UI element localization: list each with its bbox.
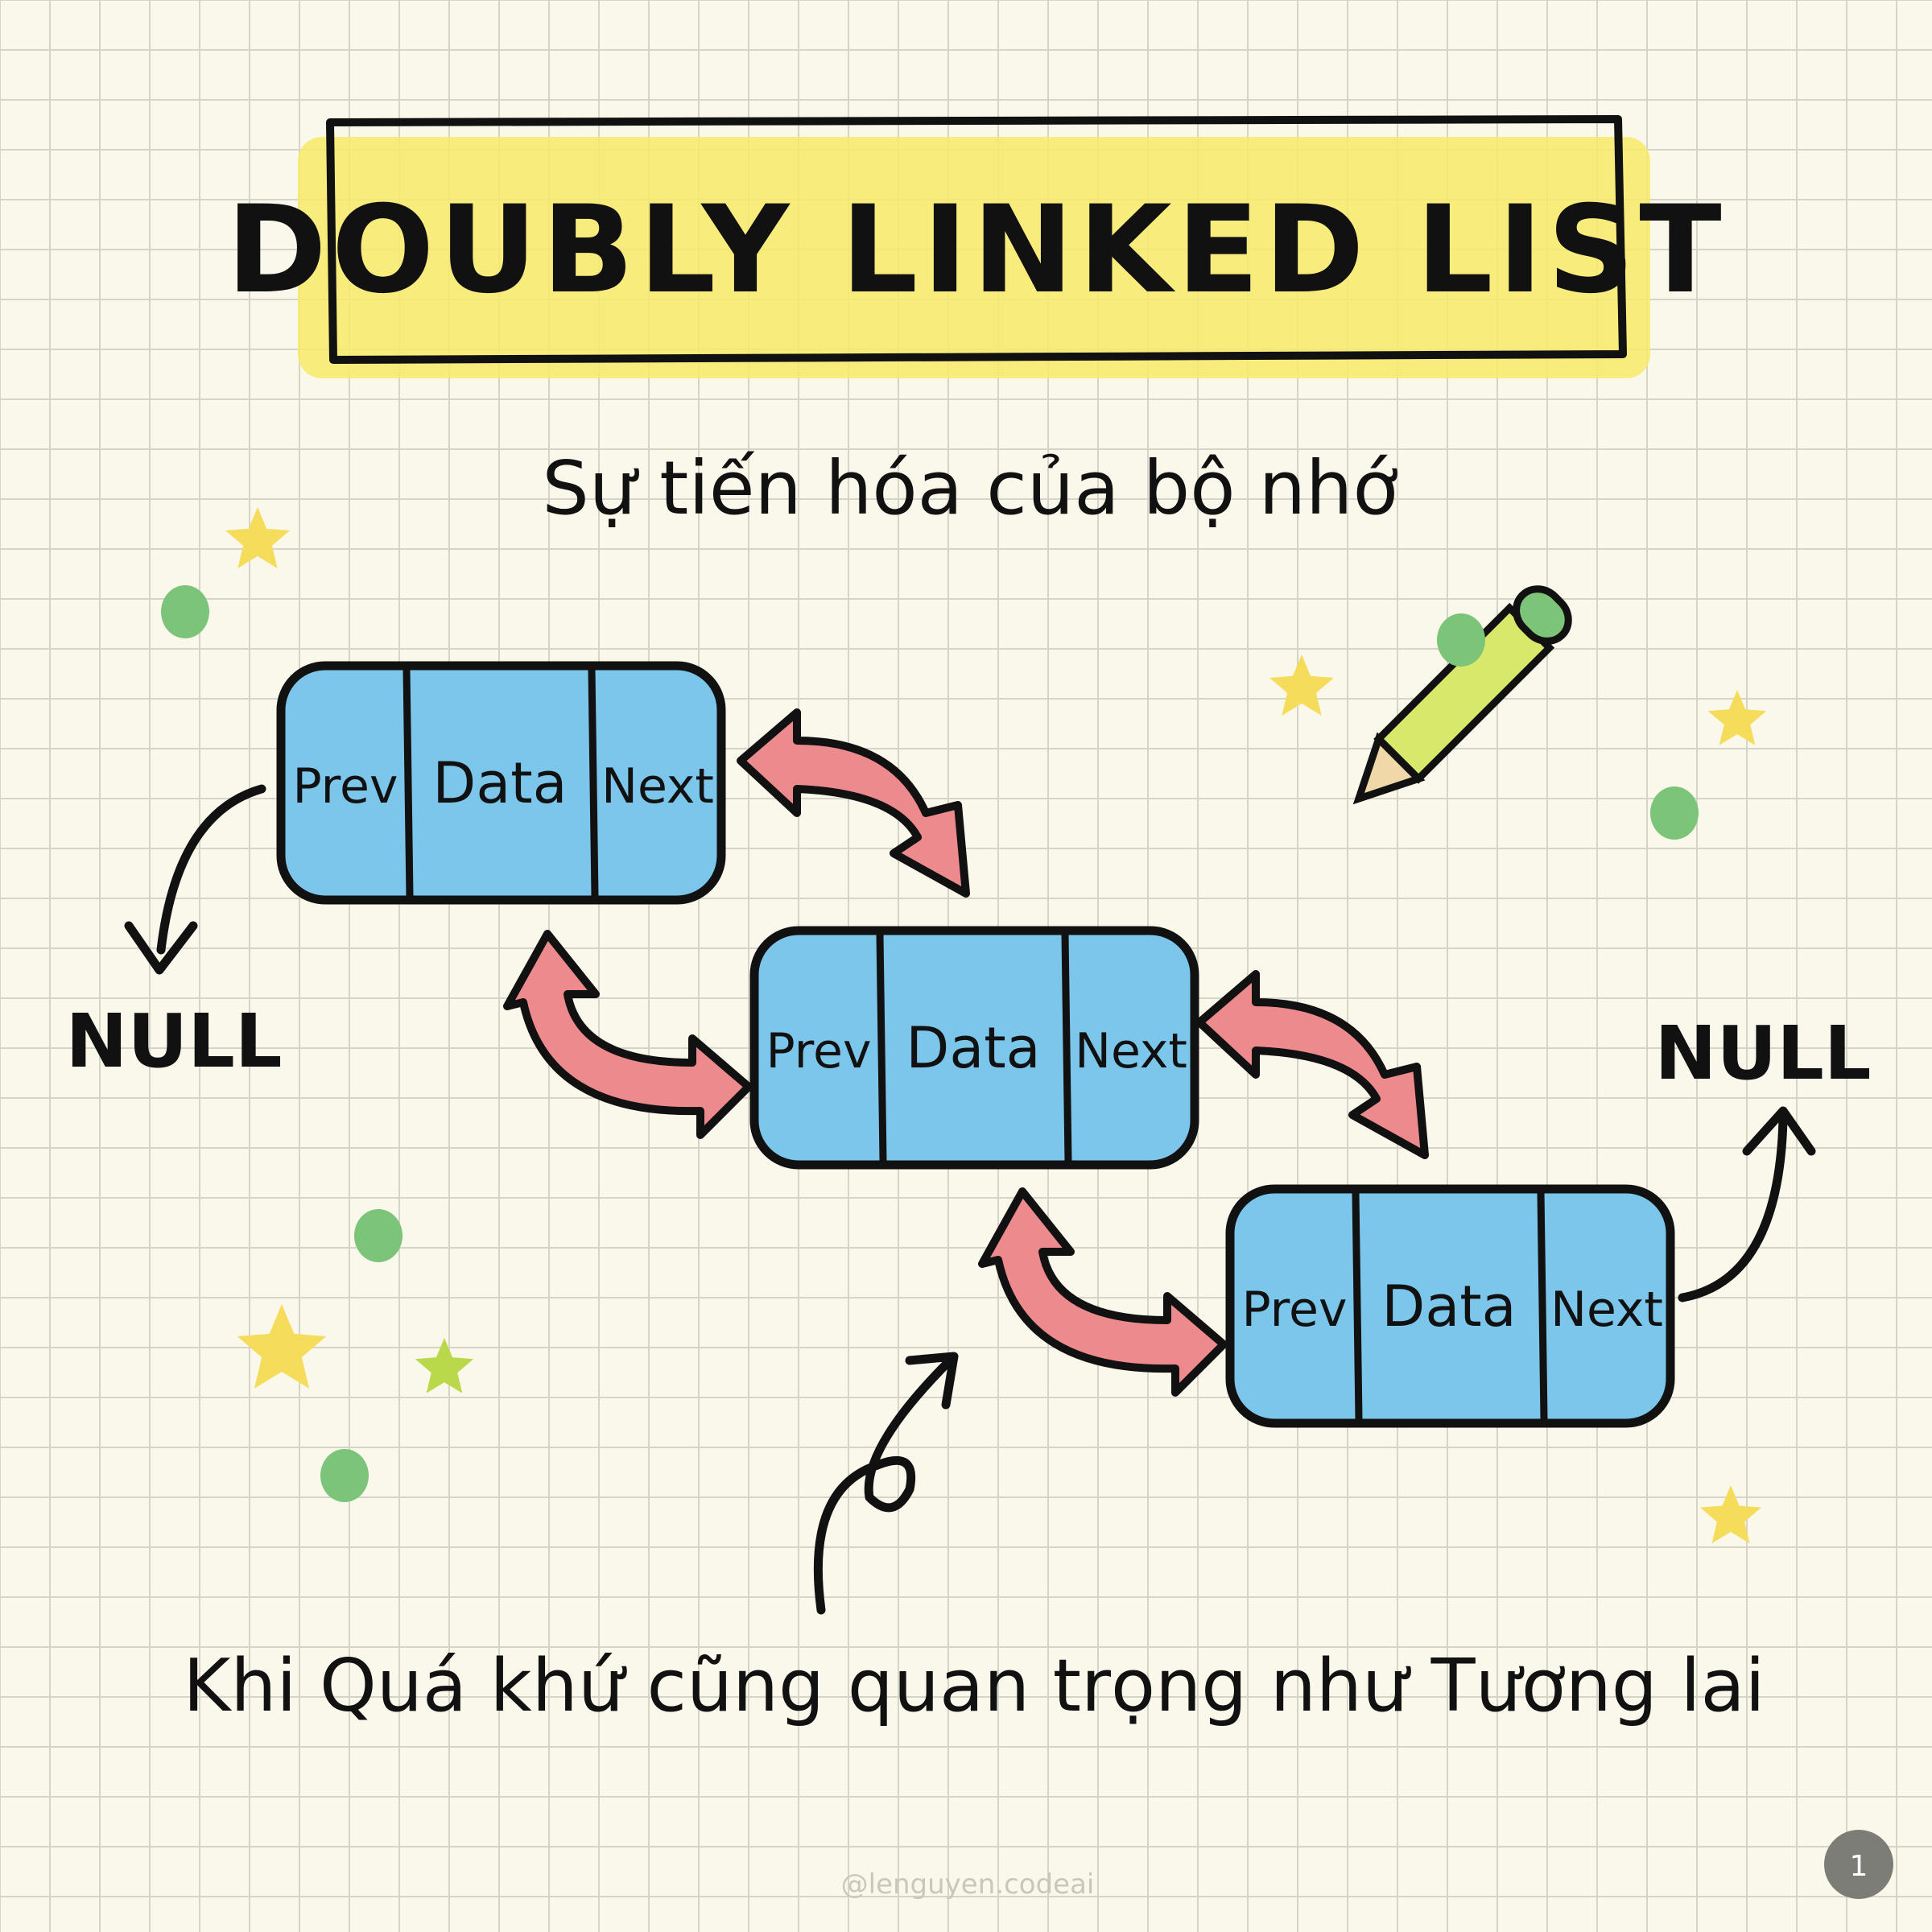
- link-arrow: [1195, 970, 1429, 1159]
- null-label-right: NULL: [1655, 1010, 1872, 1096]
- curved-arrow-icon: [813, 1352, 959, 1615]
- page-number: 1: [1850, 1850, 1868, 1883]
- dot-icon: [320, 1449, 369, 1502]
- node-data-field: Data: [906, 1015, 1040, 1081]
- dot-icon: [354, 1209, 402, 1262]
- null-pointer-arrow-left: [124, 784, 266, 975]
- title-banner: DOUBLY LINKED LIST: [226, 115, 1726, 378]
- star-icon: [225, 507, 290, 568]
- null-label-left: NULL: [66, 998, 283, 1084]
- watermark: @lenguyen.codeai: [841, 1868, 1095, 1901]
- node-next-field: Next: [1075, 1023, 1187, 1080]
- star-icon: [1699, 1485, 1762, 1544]
- node-next-field: Next: [1550, 1282, 1663, 1338]
- caption: Khi Quá khứ cũng quan trọng như Tương la…: [183, 1644, 1765, 1728]
- list-node: Prev Data Next: [276, 661, 726, 905]
- link-arrow: [503, 930, 753, 1139]
- node-prev-field: Prev: [293, 758, 398, 815]
- node-data-field: Data: [432, 750, 567, 816]
- link-arrow: [978, 1187, 1228, 1397]
- dot-icon: [1650, 786, 1699, 840]
- pencil-icon: [1352, 585, 1572, 805]
- dot-icon: [161, 585, 209, 638]
- node-next-field: Next: [601, 758, 714, 815]
- star-icon: [1707, 690, 1767, 745]
- page-title: DOUBLY LINKED LIST: [226, 180, 1726, 320]
- list-node: Prev Data Next: [749, 926, 1199, 1170]
- node-prev-field: Prev: [766, 1023, 872, 1080]
- star-icon: [1269, 654, 1334, 716]
- link-arrow: [737, 708, 970, 898]
- list-node: Prev Data Next: [1225, 1184, 1675, 1428]
- subtitle: Sự tiến hóa của bộ nhớ: [542, 445, 1397, 531]
- null-pointer-arrow-right: [1678, 1106, 1816, 1302]
- node-data-field: Data: [1381, 1274, 1516, 1340]
- page-badge[interactable]: 1: [1824, 1830, 1893, 1899]
- dot-icon: [1437, 613, 1485, 667]
- node-prev-field: Prev: [1242, 1282, 1348, 1338]
- star-icon: [415, 1338, 474, 1393]
- star-icon: [237, 1304, 327, 1389]
